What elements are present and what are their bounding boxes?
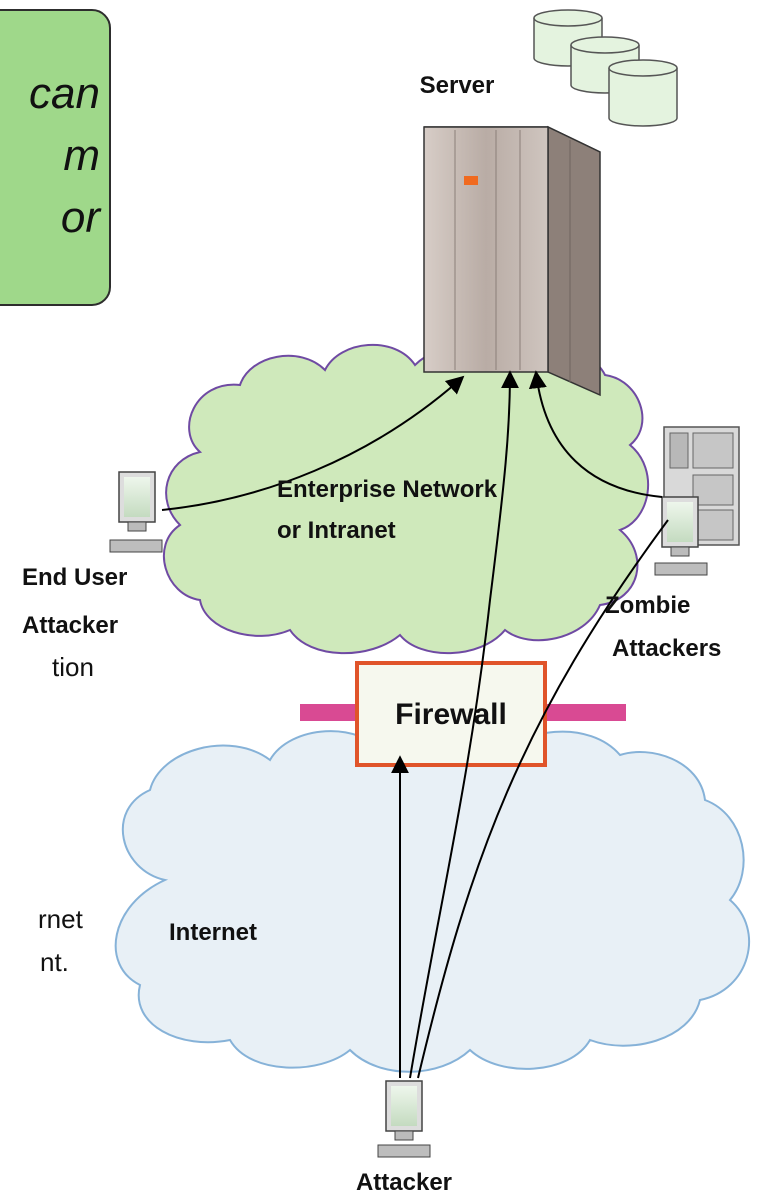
arrow-zombie-to-server <box>528 370 663 498</box>
network-label-line-1: Enterprise Network <box>277 476 498 503</box>
end-user-label-line-2: Attacker <box>22 612 118 639</box>
callout-line-1: can <box>29 69 100 118</box>
arrow-end-user-to-server <box>161 375 465 511</box>
internet-label: Internet <box>169 919 257 946</box>
end-user-label-line-1: End User <box>22 564 127 591</box>
firewall-label: Firewall <box>395 698 507 731</box>
zombie-label-line-2: Attackers <box>612 635 721 662</box>
network-label-line-2: or Intranet <box>277 517 396 544</box>
attacker-pc-icon <box>377 1080 431 1158</box>
callout-box: can m or <box>0 9 111 306</box>
callout-line-3: or <box>61 193 102 242</box>
body-fragment-3: nt. <box>40 947 69 977</box>
body-fragment-2: rnet <box>38 904 84 934</box>
storage-disks-icon <box>533 9 678 127</box>
server-rack-icon <box>423 125 601 397</box>
line-attacker-to-zombie <box>417 519 669 1079</box>
callout-line-2: m <box>63 131 100 180</box>
attacker-label: Attacker <box>356 1169 452 1196</box>
firewall-box: Firewall <box>355 661 547 767</box>
arrow-attacker-to-server <box>409 370 519 1079</box>
body-fragment-1: tion <box>52 652 94 682</box>
server-label: Server <box>420 72 495 99</box>
internet-cloud <box>114 730 751 1073</box>
attack-paths <box>161 370 669 1079</box>
zombie-pc-icon <box>654 496 708 576</box>
end-user-pc-icon <box>109 471 163 553</box>
zombie-label-line-1: Zombie <box>605 592 690 619</box>
enterprise-cloud <box>163 344 650 655</box>
